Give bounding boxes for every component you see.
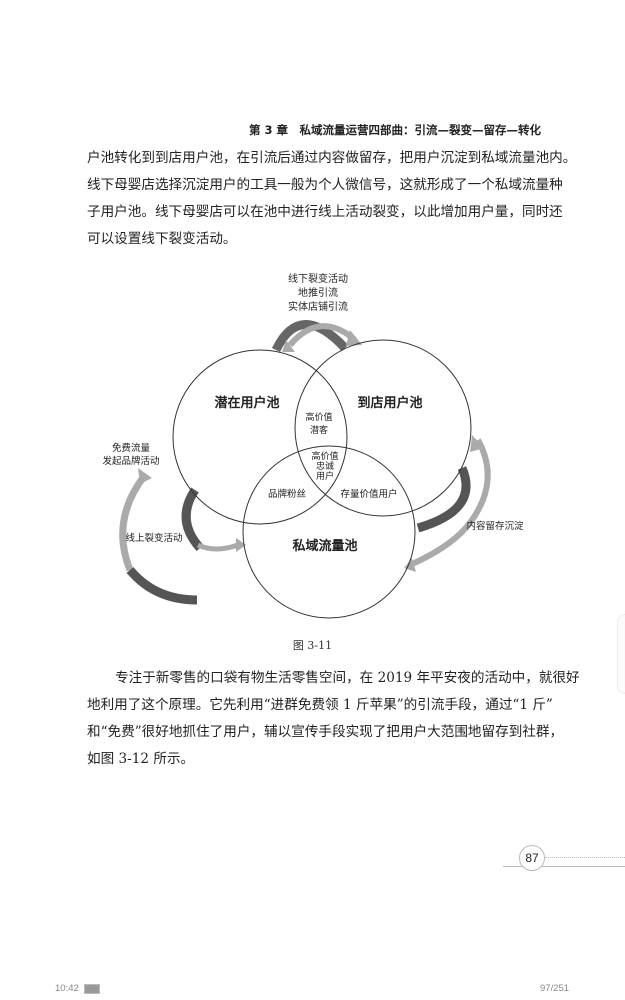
arrow-light-top: [287, 323, 357, 348]
label-private-pool: 私域流量池: [292, 538, 357, 554]
label-online-fission: 线上裂变活动: [125, 532, 182, 544]
arrow-head: [138, 468, 152, 484]
clock: 10:42: [55, 983, 79, 994]
arrow-head: [236, 538, 246, 552]
text-line: 可以设置线下裂变活动。: [87, 231, 237, 247]
text-line: 子用户池。线下母婴店可以在池中进行线上活动裂变，以此增加用户量，同时还: [87, 204, 563, 220]
text-line: 专注于新零售的口袋有物生活零售空间，在 2019 年平安夜的活动中，就很好: [115, 670, 580, 686]
circle-potential-pool: [172, 349, 348, 525]
label-center-3: 用户: [316, 470, 334, 482]
side-menu-handle[interactable]: [617, 614, 625, 694]
arrow-head: [282, 340, 295, 352]
arrow-light-right: [408, 438, 491, 568]
label-content-retention: 内容留存沉淀: [466, 520, 524, 532]
label-top-2: 地推引流: [298, 286, 338, 299]
label-overlap-top-1: 高价值: [305, 411, 332, 423]
arrow-light-left: [196, 542, 239, 552]
figure-caption: 图 3-11: [292, 639, 333, 652]
label-brand-activity: 发起品牌活动: [102, 455, 159, 467]
label-potential-pool: 潜在用户池: [214, 395, 279, 411]
text-line: 户池转化到到店用户池，在引流后通过内容做留存，把用户沉淀到私域流量池内。: [87, 150, 577, 166]
reading-progress: 97/251: [540, 983, 570, 994]
label-top-1: 线下裂变活动: [288, 272, 348, 285]
arrow-head: [404, 558, 416, 572]
battery-icon: [84, 984, 100, 994]
text-line: 地利用了这个原理。它先利用“进群免费领 1 斤苹果”的引流手段，通过“1 斤”: [87, 697, 553, 713]
label-overlap-top-2: 潜客: [310, 424, 328, 436]
circle-private-pool: [242, 445, 416, 619]
text-line: 和“免费”很好地抓住了用户，辅以宣传手段实现了把用户大范围地留存到社群，: [87, 724, 564, 740]
arrow-light-outer-left: [119, 472, 148, 572]
circle-store-pool: [294, 339, 472, 517]
arrow-head: [346, 330, 362, 346]
arrow-dark-right: [416, 466, 471, 533]
label-top-3: 实体店铺引流: [288, 300, 348, 313]
text-line: 如图 3-12 所示。: [87, 751, 195, 767]
label-center-2: 忠诚: [316, 460, 334, 472]
label-center-1: 高价值: [311, 450, 338, 462]
arrow-dark-left: [181, 487, 204, 551]
page-number-dots: [545, 857, 625, 858]
arrow-head: [470, 435, 484, 452]
page-number: 87: [519, 845, 545, 871]
label-brand-fans: 品牌粉丝: [268, 488, 306, 500]
chapter-header: 第 3 章 私域流量运营四部曲：引流—裂变—留存—转化: [248, 123, 541, 137]
label-store-pool: 到店用户池: [357, 395, 422, 411]
text-line: 线下母婴店选择沉淀用户的工具一般为个人微信号，这就形成了一个私域流量种: [87, 177, 563, 193]
page-number-rule: [503, 866, 625, 867]
arrow-dark-outer-left: [126, 567, 198, 605]
label-free-traffic: 免费流量: [112, 442, 151, 454]
label-stock-value-users: 存量价值用户: [340, 488, 397, 500]
arrow-dark-top: [271, 320, 349, 353]
